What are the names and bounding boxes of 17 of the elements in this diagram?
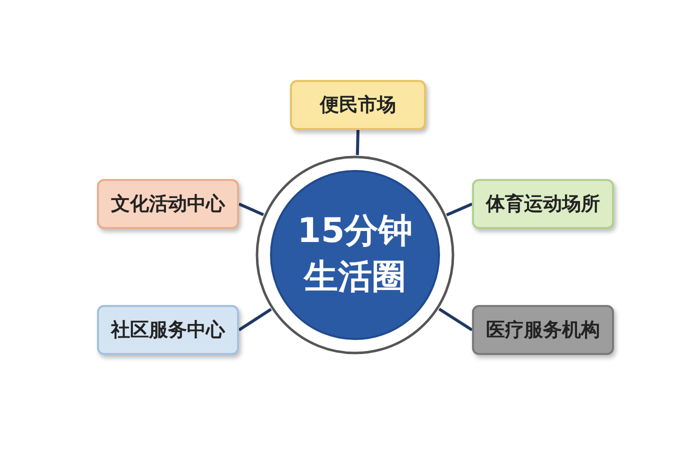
connector-line — [446, 202, 473, 216]
node-label: 15分钟生活圈 — [296, 210, 414, 299]
category-box — [472, 305, 614, 355]
node-label: 医疗服务机构 — [486, 318, 600, 343]
center-circle — [255, 155, 455, 355]
connector-line — [238, 202, 264, 216]
node-label: 社区服务中心 — [111, 318, 225, 343]
connector-line — [438, 308, 473, 332]
category-box — [97, 179, 239, 229]
node-label: 体育运动场所 — [486, 192, 600, 217]
category-box — [290, 80, 426, 130]
connector-line — [356, 130, 360, 156]
category-box — [472, 179, 614, 229]
category-box — [97, 305, 239, 355]
connector-line — [238, 308, 272, 332]
node-label: 便民市场 — [320, 93, 396, 118]
node-label: 文化活动中心 — [111, 192, 225, 217]
